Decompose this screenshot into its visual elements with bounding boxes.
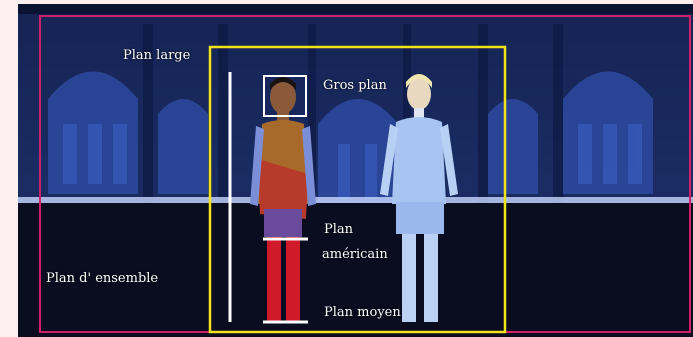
plan-ensemble-label: Plan d' ensemble <box>46 271 158 287</box>
plan-americain-label-line2: américain <box>322 247 388 263</box>
gros-plan-label: Gros plan <box>323 78 387 94</box>
castle-background <box>18 4 693 337</box>
plan-americain-label-line1: Plan <box>324 222 353 238</box>
plan-moyen-label: Plan moyen <box>324 305 401 321</box>
castle-scene <box>18 4 693 337</box>
plan-large-label: Plan large <box>123 48 190 64</box>
